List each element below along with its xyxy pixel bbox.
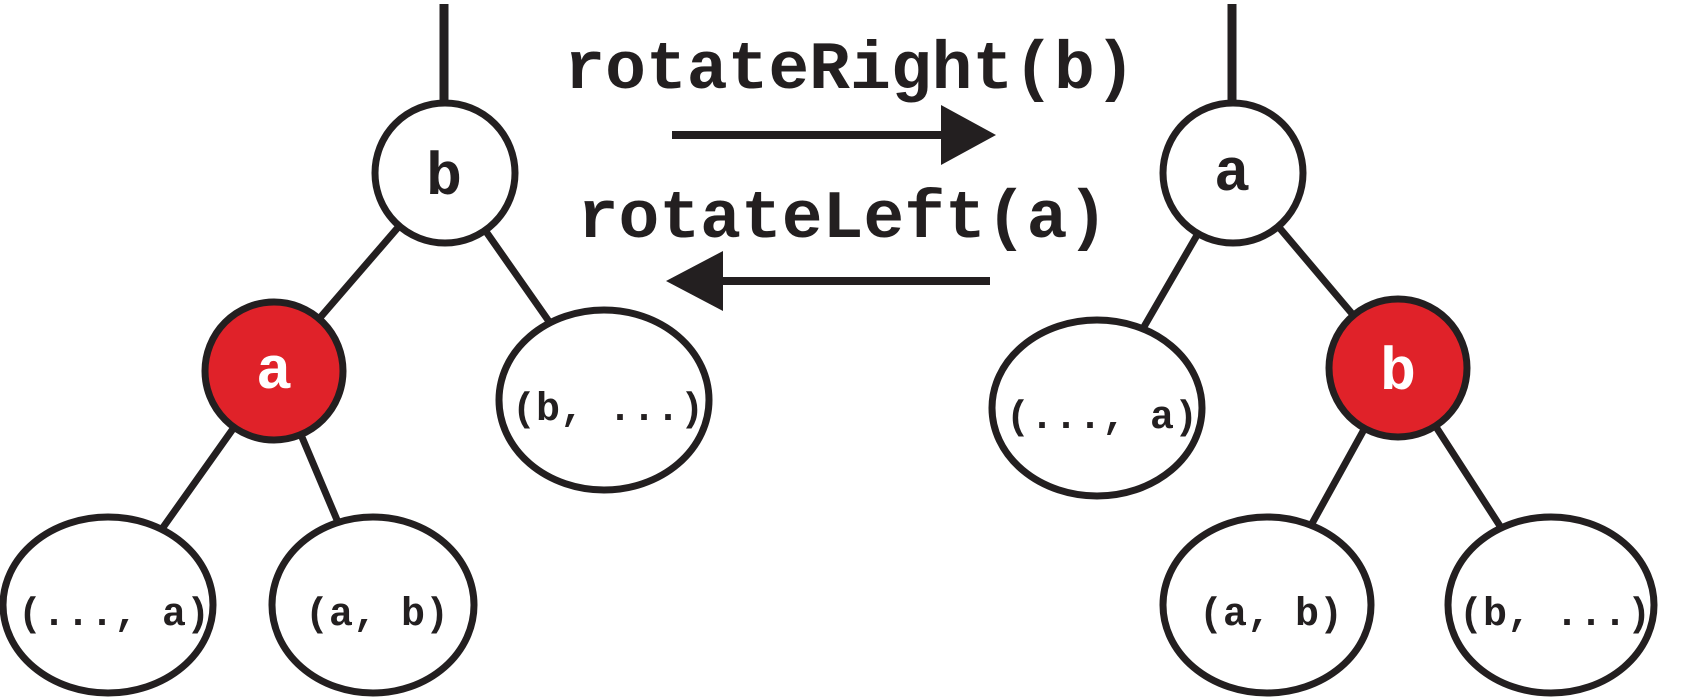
right-tree-left-grandchild-node <box>1159 513 1375 697</box>
right-tree-left-subtree-label: (..., a) <box>1006 396 1198 441</box>
right-tree-left-grandchild-label: (a, b) <box>1199 593 1343 638</box>
left-tree-root-node <box>371 99 519 247</box>
left-tree-root-label: b <box>426 145 462 213</box>
rotation-operations: rotateRight(b) rotateLeft(a) <box>564 32 1136 311</box>
right-tree-right-grandchild-node <box>1444 513 1658 697</box>
left-tree-left-grandchild-node <box>0 513 217 697</box>
left-tree-right-grandchild-label: (a, b) <box>305 593 449 638</box>
left-tree-left-grandchild-label: (..., a) <box>18 593 210 638</box>
right-arrow-head <box>941 105 996 165</box>
right-tree-root-label: a <box>1214 141 1250 209</box>
left-tree-right-subtree-label: (b, ...) <box>512 388 704 433</box>
right-tree-red-node-label: b <box>1380 340 1416 408</box>
right-tree-red-node <box>1325 295 1471 441</box>
left-tree-red-node-label: a <box>256 339 292 407</box>
left-tree: b a (b, ...) (..., a) (a, b) <box>0 4 713 697</box>
right-tree-root-node <box>1159 99 1307 247</box>
right-tree-right-grandchild-label: (b, ...) <box>1459 593 1651 638</box>
right-arrow-icon <box>672 105 996 165</box>
left-tree-right-grandchild-node <box>268 513 478 697</box>
left-arrow-icon <box>666 251 990 311</box>
left-tree-right-subtree-node <box>495 306 713 494</box>
rotate-left-label: rotateLeft(a) <box>578 181 1109 258</box>
left-arrow-head <box>666 251 723 311</box>
left-tree-red-node <box>201 298 347 444</box>
rotate-right-label: rotateRight(b) <box>564 32 1135 109</box>
right-tree: a (..., a) b (a, b) (b, ...) <box>988 4 1658 697</box>
right-tree-left-subtree-node <box>988 316 1206 500</box>
